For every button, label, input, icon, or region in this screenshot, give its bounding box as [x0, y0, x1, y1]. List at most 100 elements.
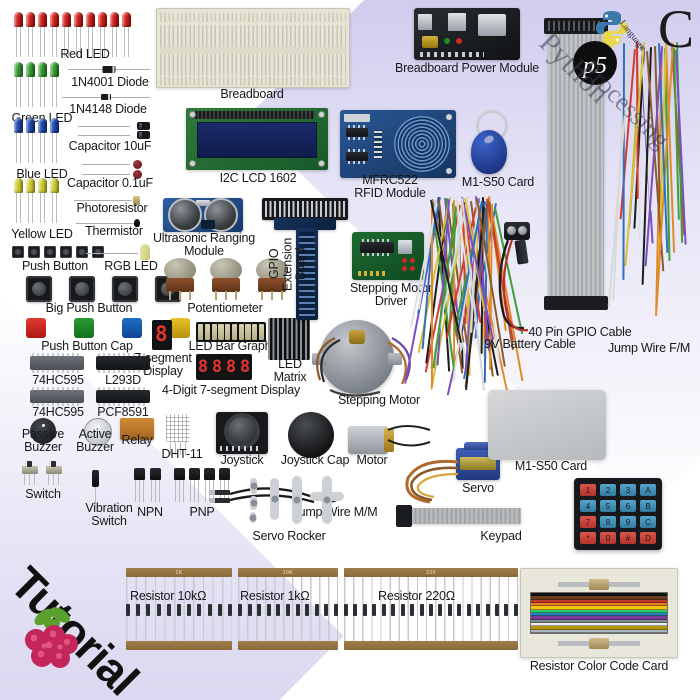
label-led-bar-graph: LED Bar Graph	[180, 340, 280, 353]
keypad-key-1[interactable]: 1	[580, 484, 596, 496]
keypad-key-2[interactable]: 2	[600, 484, 616, 496]
keypad-key-5[interactable]: 5	[600, 500, 616, 512]
resistor-body	[305, 604, 309, 616]
stepping-motor-driver-part	[352, 232, 424, 280]
label-i2c-lcd-1602: I2C LCD 1602	[208, 172, 308, 185]
resistor-body	[504, 604, 508, 616]
resistor-body	[514, 604, 518, 616]
label-capacitor-0-1uf: Capacitor 0.1uF	[56, 177, 164, 190]
joystick-part	[216, 412, 268, 454]
keypad-key-6[interactable]: 6	[620, 500, 636, 512]
jump-wire-fm-part	[618, 40, 676, 310]
resistor-body	[363, 604, 367, 616]
resistor-body	[267, 604, 271, 616]
diode-1n4148-part	[62, 94, 150, 101]
74hc595-chip-b	[30, 390, 84, 403]
label-capacitor-10uf: Capacitor 10uF	[58, 140, 162, 153]
resistor-body	[334, 604, 338, 616]
joystick-cap-part	[288, 412, 334, 458]
vibration-switch-part	[92, 470, 99, 487]
resistor-body	[315, 604, 319, 616]
resistor-body	[438, 604, 442, 616]
resistor-body	[286, 604, 290, 616]
resistor-body	[167, 604, 171, 616]
label-keypad: Keypad	[466, 530, 536, 543]
label-74hc595-a: 74HC595	[22, 374, 94, 387]
resistor-1k-tape-text: 10K	[283, 570, 293, 576]
resistor-10k-tape-text: 1K	[175, 570, 182, 576]
resistor-body	[429, 604, 433, 616]
keypad-key-8[interactable]: 8	[600, 516, 616, 528]
label-switch: Switch	[8, 488, 78, 501]
mfrc522-rfid-module-part	[340, 110, 456, 178]
keypad-ribbon-connector	[396, 505, 412, 527]
keypad-key-3[interactable]: 3	[620, 484, 636, 496]
label-servo-rocker: Servo Rocker	[224, 530, 354, 543]
resistor-body	[257, 604, 261, 616]
resistor-body	[353, 604, 357, 616]
resistor-body	[228, 604, 232, 616]
keypad-key-C[interactable]: C	[640, 516, 656, 528]
motor-wires	[386, 420, 432, 454]
resistor-body	[208, 604, 212, 616]
label-gpio-extension-board: GPIO Extension Board	[268, 224, 308, 304]
keypad-key-9[interactable]: 9	[620, 516, 636, 528]
label-resistor-1k: Resistor 1kΩ	[240, 590, 336, 603]
label-4-digit-7-segment: 4-Digit 7-segment Display	[156, 384, 306, 397]
label-push-button: Push Button	[8, 260, 102, 273]
resistor-body	[457, 604, 461, 616]
keypad-key-hash[interactable]: #	[620, 532, 636, 544]
resistor-body	[324, 604, 328, 616]
keypad-key-B[interactable]: B	[640, 500, 656, 512]
label-breadboard-power-module: Breadboard Power Module	[384, 62, 550, 75]
4-digit-7-segment-part: 8 8 8 8	[196, 354, 252, 380]
yellow-led-group	[14, 178, 59, 204]
keypad-ribbon-cable	[403, 508, 521, 524]
resistor-body	[476, 604, 480, 616]
label-big-push-button: Big Push Button	[24, 302, 154, 315]
resistor-body	[177, 604, 181, 616]
resistor-body	[391, 604, 395, 616]
resistor-1k-pack: 10K	[238, 568, 338, 650]
label-motor: Motor	[344, 454, 400, 467]
jumper-wire	[622, 43, 625, 280]
resistor-body	[136, 604, 140, 616]
resistor-body	[410, 604, 414, 616]
resistor-body	[401, 604, 405, 616]
keypad-key-star[interactable]: *	[580, 532, 596, 544]
gpio-extension-header	[262, 198, 348, 220]
label-joystick: Joystick	[206, 454, 278, 467]
servo-wires	[400, 452, 460, 508]
resistor-body	[495, 604, 499, 616]
jump-wire-bundle	[430, 196, 496, 396]
label-1n4148-diode: 1N4148 Diode	[58, 103, 158, 116]
keypad-key-A[interactable]: A	[640, 484, 656, 496]
keypad-key-7[interactable]: 7	[580, 516, 596, 528]
label-ultrasonic-module: Ultrasonic Ranging Module	[150, 232, 258, 259]
label-potentiometer: Potentiometer	[170, 302, 280, 315]
dht-11-part	[166, 414, 190, 442]
label-74hc595-b: 74HC595	[22, 406, 94, 419]
label-led-matrix: LED Matrix	[266, 358, 314, 385]
keypad-key-0[interactable]: 0	[600, 532, 616, 544]
keypad-key-4[interactable]: 4	[580, 500, 596, 512]
label-jump-wire-fm: Jump Wire F/M	[600, 342, 698, 355]
stepping-motor-part	[320, 320, 394, 394]
label-9v-battery-cable: 9V Battery Cable	[470, 338, 590, 351]
capacitor-10uf-part	[78, 122, 150, 140]
resistor-body	[126, 604, 130, 616]
resistor-body	[344, 604, 348, 616]
label-rgb-led: RGB LED	[96, 260, 166, 273]
resistor-body	[372, 604, 376, 616]
label-relay: Relay	[112, 434, 162, 447]
label-7-segment-display: 7-segment Display	[128, 352, 198, 379]
label-resistor-color-code-card: Resistor Color Code Card	[522, 660, 676, 673]
label-servo: Servo	[448, 482, 508, 495]
keypad-key-D[interactable]: D	[640, 532, 656, 544]
resistor-body	[248, 604, 252, 616]
resistor-color-code-card-part	[520, 568, 678, 658]
label-red-led: Red LED	[40, 48, 130, 61]
label-resistor-220: Resistor 220Ω	[378, 590, 488, 603]
resistor-body	[467, 604, 471, 616]
